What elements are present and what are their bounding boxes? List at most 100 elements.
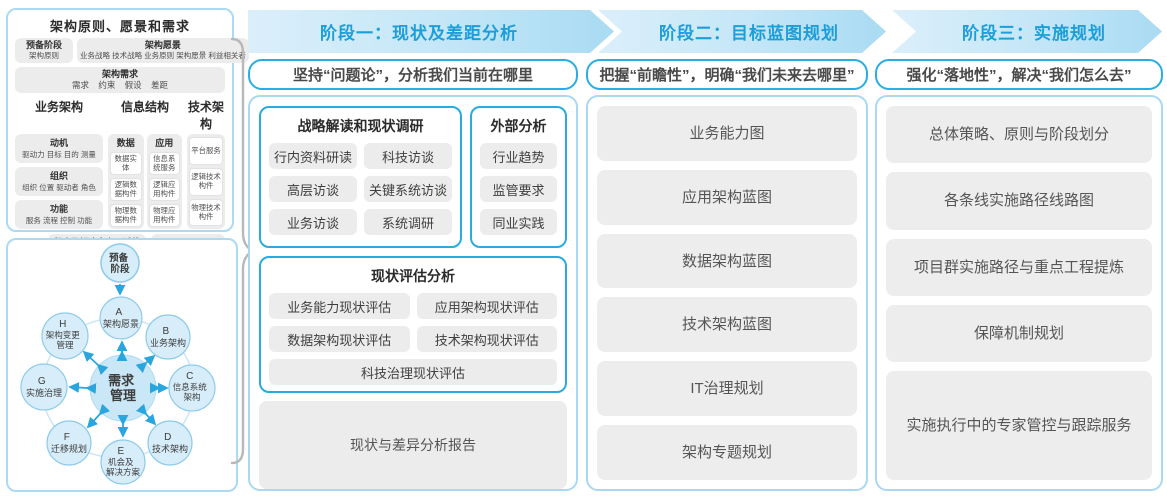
logical-app-chip: 逻辑应用构件	[148, 178, 180, 202]
chip-industry-trends: 行业趋势	[480, 143, 557, 169]
prep-phase-circle	[100, 243, 140, 283]
node-h-circle	[41, 312, 89, 360]
info-system-service-chip: 信息系统服务	[148, 152, 180, 176]
chip-executive-interviews: 高层访谈	[269, 176, 357, 202]
prep-phase-box: 预备阶段 架构原则	[15, 38, 73, 63]
motivation-box: 动机 驱动力 目标 目的 测量	[15, 134, 103, 164]
gap-analysis-report-box: 现状与差异分析报告	[259, 401, 567, 489]
data-entity-chip: 数据实体	[110, 152, 142, 176]
chip-regulatory-requirements: 监管要求	[480, 176, 557, 202]
node-d-label: D 技术架构	[152, 427, 188, 454]
business-arch-header: 业务架构	[34, 100, 83, 115]
item-app-arch-blueprint: 应用架构蓝图	[597, 169, 857, 225]
node-e-label: E 机会及 解决方案	[106, 441, 141, 477]
phase2-subtitle: 把握“前瞻性”，明确“我们未来去哪里”	[586, 59, 868, 90]
external-analysis-box: 外部分析 行业趋势 监管要求 同业实践	[470, 106, 567, 248]
item-business-capability-map: 业务能力图	[597, 106, 857, 161]
physical-data-chip: 物理数据构件	[110, 204, 142, 228]
item-arch-special-plan: 架构专题规划	[597, 425, 857, 480]
node-g-circle	[20, 363, 68, 411]
organization-box: 组织 组织 位置 驱动者 角色	[15, 167, 103, 197]
chip-system-research: 系统调研	[364, 209, 452, 235]
item-expert-tracking-service: 实施执行中的专家管控与跟踪服务	[886, 371, 1152, 480]
platform-service-chip: 平台服务	[189, 137, 223, 165]
chip-tech-arch-assessment: 技术架构现状评估	[416, 326, 557, 352]
phase1-header: 阶段一：现状及差距分析	[320, 24, 518, 43]
info-structure-header: 信息结构	[120, 100, 169, 115]
function-title: 功能	[49, 204, 68, 215]
phase1-header-band: 阶段一：现状及差距分析	[248, 10, 614, 53]
node-h-label: H 架构变更 管理	[46, 314, 84, 350]
data-subcolumn: 数据 数据实体 逻辑数据构件 物理数据构件	[108, 134, 144, 230]
node-b-label: B 业务架构	[150, 321, 186, 348]
chip-internal-materials: 行内资料研读	[269, 143, 357, 169]
framework-title: 架构原则、愿景和需求	[49, 19, 190, 34]
node-c-label: C 信息系统 架构	[173, 366, 211, 402]
data-title: 数据	[116, 138, 135, 149]
logical-tech-chip: 逻辑技术构件	[189, 168, 223, 196]
item-line-roadmap: 各条线实施路径线路图	[886, 172, 1152, 230]
node-g-label: G 实施治理	[26, 371, 62, 398]
motivation-text: 驱动力 目标 目的 测量	[22, 149, 96, 159]
adm-cycle-panel: 预备 阶段 A 架构愿景 B 业务架构 C 信息系统 架构	[6, 238, 238, 492]
prep-phase-title: 预备阶段	[25, 40, 62, 50]
center-d-arrow	[135, 403, 157, 426]
chip-app-arch-assessment: 应用架构现状评估	[416, 293, 557, 319]
strategy-research-box: 战略解读和现状调研 行内资料研读 科技访谈 高层访谈 关键系统访谈 业务访谈 系…	[259, 106, 462, 248]
chip-peer-practices: 同业实践	[480, 209, 557, 235]
physical-app-chip: 物理应用构件	[148, 204, 180, 228]
requirements-title: 架构需求	[101, 69, 138, 79]
chip-key-system-interviews: 关键系统访谈	[364, 176, 452, 202]
phase3-header-band: 阶段三：实施规划	[892, 10, 1162, 53]
prep-circle-label: 预备 阶段	[109, 252, 131, 275]
node-f-label: F 迁移规划	[51, 427, 87, 454]
application-subcolumn: 应用 信息系统服务 逻辑应用构件 物理应用构件	[146, 134, 182, 230]
center-g-arrow	[68, 382, 97, 394]
tech-arch-column: 平台服务 逻辑技术构件 物理技术构件	[187, 134, 225, 230]
organization-title: 组织	[49, 171, 68, 182]
item-data-arch-blueprint: 数据架构蓝图	[597, 233, 857, 289]
center-h-arrow	[82, 350, 109, 376]
organization-text: 组织 位置 驱动者 角色	[22, 182, 96, 192]
node-f-circle	[46, 420, 92, 466]
info-structure-column: 数据 数据实体 逻辑数据构件 物理数据构件 应用 信息系统服务 逻辑应用构件 物…	[108, 134, 182, 230]
center-b-arrow	[135, 354, 156, 373]
vision-title: 架构愿景	[144, 40, 181, 50]
chip-data-arch-assessment: 数据架构现状评估	[269, 326, 410, 352]
phase2-header: 阶段二：目标蓝图规划	[659, 24, 839, 43]
phase3-header: 阶段三：实施规划	[962, 24, 1106, 43]
chip-business-interviews: 业务访谈	[269, 209, 357, 235]
current-assessment-box: 现状评估分析 业务能力现状评估 应用架构现状评估 数据架构现状评估 技术架构现状…	[259, 256, 567, 393]
item-overall-strategy: 总体策略、原则与阶段划分	[886, 106, 1152, 164]
node-a-circle	[99, 296, 143, 340]
architecture-framework-panel: 架构原则、愿景和需求 预备阶段 架构原则 架构愿景 业务战略 技术战略 业务原则…	[6, 8, 249, 273]
architecture-vision-box: 架构愿景 业务战略 技术战略 业务原则 架构愿景 利益相关者	[77, 38, 249, 63]
phase1-container: 战略解读和现状调研 行内资料研读 科技访谈 高层访谈 关键系统访谈 业务访谈 系…	[248, 95, 578, 491]
item-safeguard-mechanism: 保障机制规划	[886, 304, 1152, 362]
prep-phase-text: 架构原则	[29, 51, 59, 61]
business-arch-column: 动机 驱动力 目标 目的 测量 组织 组织 位置 驱动者 角色 功能 服务 流程…	[15, 134, 103, 230]
requirements-mgmt-label: 需求 管理	[108, 373, 138, 403]
requirements-text: 需求 约束 假设 差距	[71, 80, 169, 91]
phase2-container: 业务能力图 应用架构蓝图 数据架构蓝图 技术架构蓝图 IT治理规划 架构专题规划	[586, 95, 868, 491]
chip-it-governance-assessment: 科技治理现状评估	[269, 359, 557, 385]
motivation-title: 动机	[49, 138, 68, 149]
phase3-container: 总体策略、原则与阶段划分 各条线实施路径线路图 项目群实施路径与重点工程提炼 保…	[875, 95, 1163, 491]
phase3-subtitle: 强化“落地性”，解决“我们怎么去”	[875, 59, 1163, 90]
physical-tech-chip: 物理技术构件	[189, 198, 223, 227]
current-assessment-title: 现状评估分析	[371, 268, 455, 284]
tech-arch-header: 技术架构	[187, 100, 224, 132]
node-a-label: A 架构愿景	[103, 302, 139, 329]
adm-cycle-diagram: 预备 阶段 A 架构愿景 B 业务架构 C 信息系统 架构	[20, 243, 216, 485]
function-box: 功能 服务 流程 控制 功能	[15, 200, 103, 230]
node-c-circle	[168, 364, 216, 412]
chip-tech-interviews: 科技访谈	[364, 143, 452, 169]
application-title: 应用	[155, 138, 174, 149]
architecture-requirements-box: 架构需求 需求 约束 假设 差距	[15, 67, 225, 94]
item-it-governance-plan: IT治理规划	[597, 361, 857, 417]
strategy-research-title: 战略解读和现状调研	[297, 118, 424, 134]
chip-business-capability-assessment: 业务能力现状评估	[269, 293, 410, 319]
node-e-circle	[100, 439, 146, 485]
center-f-arrow	[86, 403, 111, 429]
